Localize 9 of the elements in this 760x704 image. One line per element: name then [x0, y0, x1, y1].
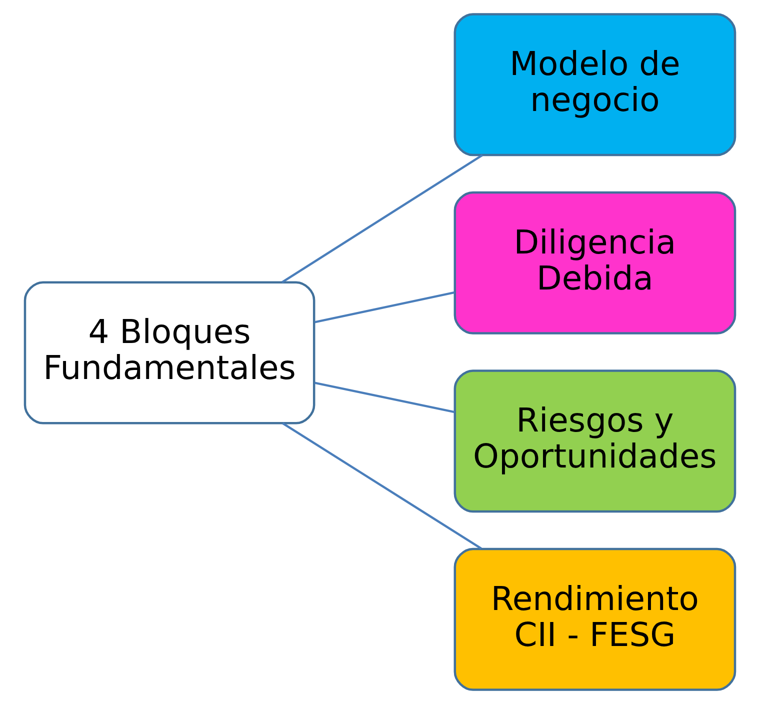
connector [282, 422, 482, 550]
connector [314, 291, 455, 324]
node-box: Riesgos y Oportunidades [454, 370, 736, 513]
connector [281, 154, 484, 284]
node-box: Diligencia Debida [454, 191, 736, 334]
node-box: 4 Bloques Fundamentales [24, 281, 316, 424]
connector [314, 382, 455, 414]
node-box: Rendimiento CII - FESG [454, 548, 736, 691]
node-box: Modelo de negocio [454, 13, 736, 156]
